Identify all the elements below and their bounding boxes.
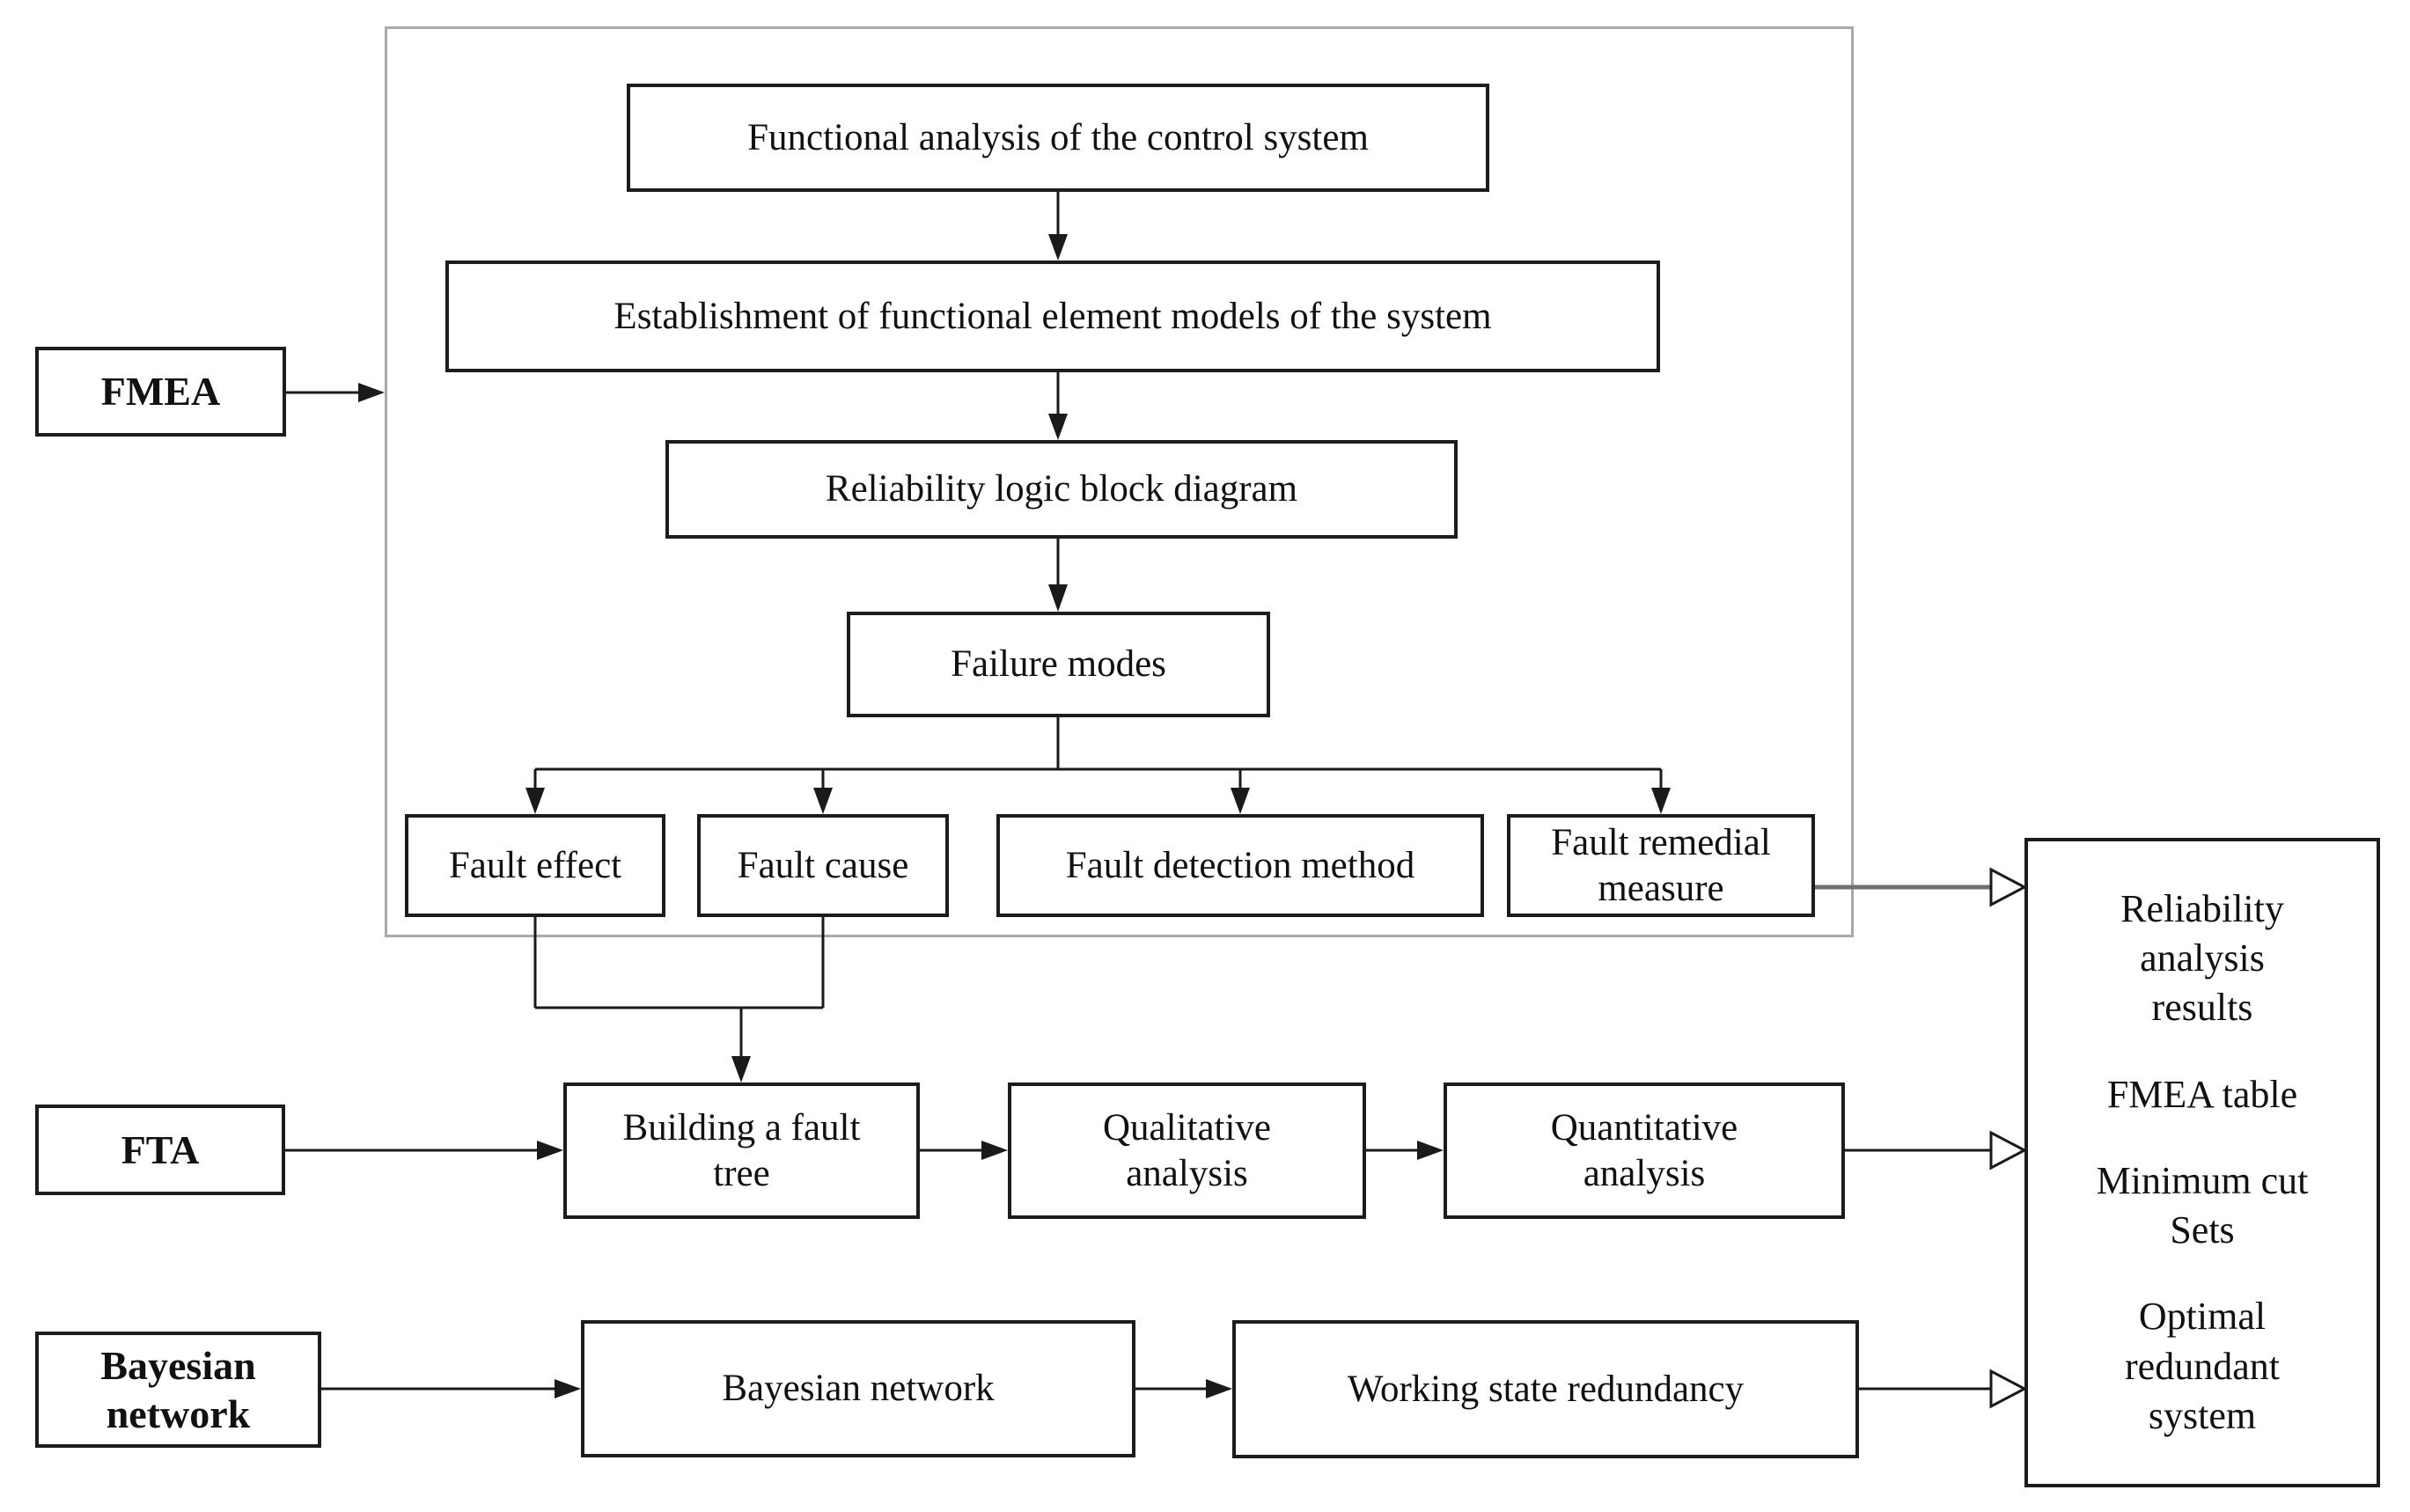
fta-label: FTA xyxy=(121,1127,200,1172)
fault-cause-text: Fault cause xyxy=(737,844,909,886)
fault-remedial-box: Fault remedial measure xyxy=(1507,814,1815,917)
fault-tree-text: Building a fault tree xyxy=(622,1106,861,1194)
results-box: Reliability analysis results FMEA table … xyxy=(2024,838,2380,1487)
qualitative-analysis-box: Qualitative analysis xyxy=(1008,1083,1366,1219)
arrow-network-to-working-state xyxy=(1135,1379,1232,1398)
quantitative-analysis-box: Quantitative analysis xyxy=(1444,1083,1845,1219)
bayesian-label: Bayesian network xyxy=(100,1342,256,1436)
results-minimum-cut-text: Minimum cut Sets xyxy=(2096,1158,2309,1252)
working-state-text: Working state redundancy xyxy=(1347,1368,1745,1410)
element-models-text: Establishment of functional element mode… xyxy=(614,295,1492,337)
quantitative-analysis-text: Quantitative analysis xyxy=(1550,1106,1738,1194)
failure-modes-text: Failure modes xyxy=(951,643,1166,686)
fault-effect-text: Fault effect xyxy=(448,844,622,886)
element-models-box: Establishment of functional element mode… xyxy=(445,261,1660,372)
logic-block-diagram-text: Reliability logic block diagram xyxy=(825,468,1298,510)
qualitative-analysis-text: Qualitative analysis xyxy=(1102,1106,1272,1194)
hollow-arrow-quantitative-to-results xyxy=(1845,1130,2028,1171)
arrow-qualitative-to-quantitative xyxy=(1366,1141,1444,1160)
fmea-label: FMEA xyxy=(100,369,221,415)
fault-remedial-text: Fault remedial measure xyxy=(1551,821,1771,909)
functional-analysis-box: Functional analysis of the control syste… xyxy=(627,84,1489,192)
bayesian-label-box: Bayesian network xyxy=(35,1332,321,1448)
fmea-label-box: FMEA xyxy=(35,347,286,437)
arrow-fault-tree-to-qualitative xyxy=(920,1141,1008,1160)
results-reliability-text: Reliability analysis results xyxy=(2120,886,2284,1030)
arrow-bayesian-label-to-network xyxy=(321,1379,581,1398)
arrow-fta-to-fault-tree xyxy=(285,1141,563,1160)
fault-detection-box: Fault detection method xyxy=(996,814,1484,917)
bayesian-network-box: Bayesian network xyxy=(581,1320,1135,1457)
failure-modes-box: Failure modes xyxy=(847,612,1270,717)
bayesian-network-text: Bayesian network xyxy=(722,1368,995,1410)
arrow-fmea-to-container xyxy=(286,383,385,402)
fault-tree-box: Building a fault tree xyxy=(563,1083,920,1219)
results-optimal-text: Optimal redundant system xyxy=(2125,1295,2280,1438)
hollow-arrow-working-to-results xyxy=(1859,1369,2028,1409)
working-state-box: Working state redundancy xyxy=(1232,1320,1859,1458)
functional-analysis-text: Functional analysis of the control syste… xyxy=(747,116,1369,158)
fault-detection-text: Fault detection method xyxy=(1065,844,1415,886)
fault-effect-box: Fault effect xyxy=(405,814,665,917)
fault-join-to-fault-tree xyxy=(533,917,825,1083)
logic-block-diagram-box: Reliability logic block diagram xyxy=(665,440,1458,539)
fault-cause-box: Fault cause xyxy=(697,814,949,917)
fta-label-box: FTA xyxy=(35,1105,285,1195)
fmea-process-container xyxy=(385,26,1854,937)
results-fmea-table-text: FMEA table xyxy=(2106,1072,2298,1116)
